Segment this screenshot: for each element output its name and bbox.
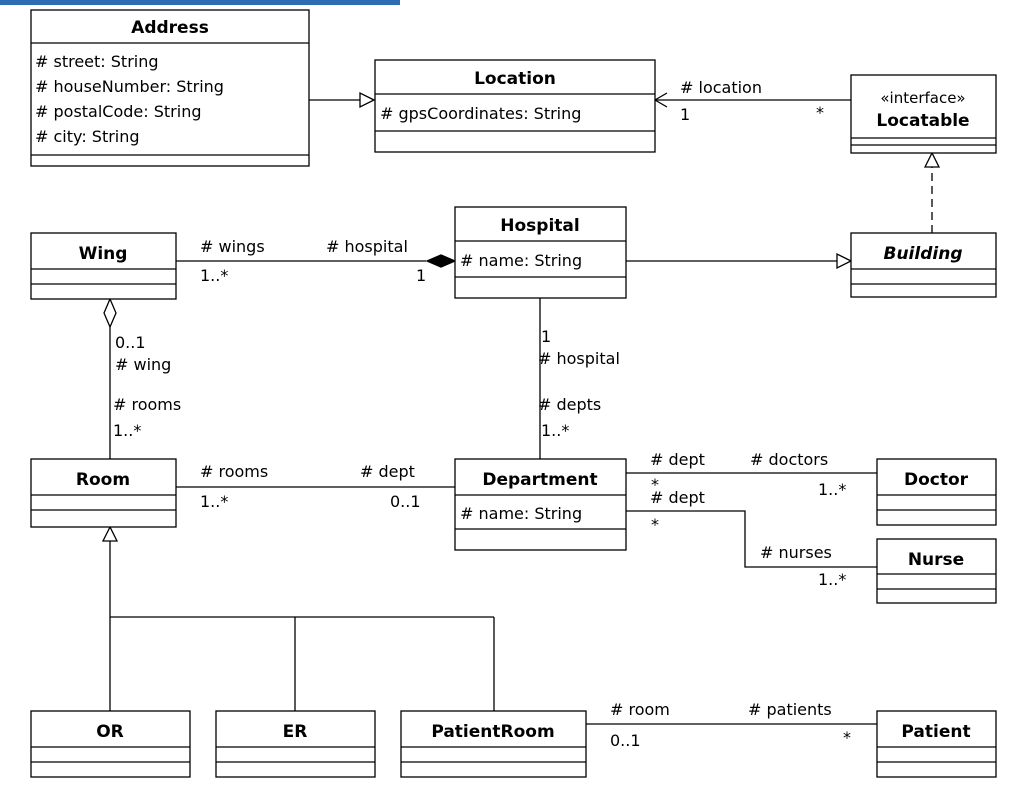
wing-hospital-role-hospital: # hospital: [326, 237, 408, 256]
locatable-location-mult-target: 1: [680, 105, 690, 124]
composition-diamond: [425, 254, 457, 268]
room-generalization-arrowhead: [101, 525, 119, 542]
department-nurse-mult-dept: *: [651, 515, 659, 534]
hospital-class-name: Hospital: [500, 216, 579, 236]
department-doctor-mult-doctors: 1..*: [818, 480, 846, 499]
hospital-department-role-depts: # depts: [538, 395, 601, 414]
er-class-name: ER: [283, 722, 308, 742]
class-er: ER: [215, 710, 376, 778]
address-attr-street: # street: String: [35, 52, 159, 71]
room-class-name: Room: [76, 470, 130, 490]
address-attr-city: # city: String: [35, 127, 140, 146]
patientroom-patient-mult-patients: *: [843, 728, 851, 747]
header-strip: [0, 0, 400, 5]
room-department-mult-rooms: 1..*: [200, 492, 228, 511]
wing-class-name: Wing: [79, 244, 128, 264]
department-nurse-mult-nurses: 1..*: [818, 570, 846, 589]
wing-room-role-rooms: # rooms: [113, 395, 181, 414]
doctor-class-name: Doctor: [904, 470, 969, 490]
class-locatable: «interface» Locatable: [850, 74, 997, 154]
wing-room-role-wing: # wing: [115, 355, 171, 374]
building-locatable-arrowhead: [923, 151, 941, 168]
address-attr-postalcode: # postalCode: String: [35, 102, 201, 121]
department-doctor-role-dept: # dept: [650, 450, 705, 469]
class-doctor: Doctor: [876, 458, 997, 526]
hospital-building-arrowhead: [836, 252, 853, 270]
address-attr-housenumber: # houseNumber: String: [35, 77, 224, 96]
wing-room-mult-wing: 0..1: [115, 333, 146, 352]
locatable-class-name: Locatable: [876, 111, 969, 131]
wing-room-mult-rooms: 1..*: [113, 421, 141, 440]
location-class-name: Location: [474, 69, 556, 89]
patientroom-patient-role-patients: # patients: [748, 700, 832, 719]
wing-hospital-mult-wings: 1..*: [200, 266, 228, 285]
aggregation-diamond: [103, 297, 117, 329]
building-class-name: Building: [884, 244, 963, 264]
locatable-stereotype: «interface»: [880, 89, 965, 107]
department-attr-name: # name: String: [460, 504, 582, 523]
location-attr-gps: # gpsCoordinates: String: [380, 104, 581, 123]
class-address: Address # street: String # houseNumber: …: [30, 9, 310, 167]
class-location: Location # gpsCoordinates: String: [374, 59, 656, 153]
class-or: OR: [30, 710, 191, 778]
class-wing: Wing: [30, 232, 177, 300]
wing-hospital-role-wings: # wings: [200, 237, 265, 256]
wing-hospital-mult-hospital: 1: [416, 266, 426, 285]
class-department: Department # name: String: [454, 458, 627, 551]
patientroom-class-name: PatientRoom: [431, 722, 554, 742]
patient-class-name: Patient: [901, 722, 970, 742]
department-nurse-association: [626, 510, 877, 568]
room-department-role-dept: # dept: [360, 462, 415, 481]
class-nurse: Nurse: [876, 538, 997, 604]
class-room: Room: [30, 458, 177, 528]
hospital-department-role-hospital: # hospital: [538, 349, 620, 368]
department-doctor-role-doctors: # doctors: [750, 450, 828, 469]
locatable-location-mult-source: *: [816, 103, 824, 122]
address-class-name: Address: [131, 18, 209, 38]
department-nurse-role-dept: # dept: [650, 488, 705, 507]
hospital-attr-name: # name: String: [460, 251, 582, 270]
nurse-class-name: Nurse: [908, 550, 964, 570]
class-patientroom: PatientRoom: [400, 710, 587, 778]
hospital-department-mult-hospital: 1: [541, 327, 551, 346]
address-location-arrowhead: [359, 91, 376, 109]
department-doctor-mult-dept: *: [651, 475, 659, 494]
class-building: Building: [850, 232, 997, 298]
room-department-role-rooms: # rooms: [200, 462, 268, 481]
department-nurse-role-nurses: # nurses: [760, 543, 832, 562]
department-class-name: Department: [482, 470, 597, 490]
patientroom-patient-mult-room: 0..1: [610, 731, 641, 750]
locatable-location-role: # location: [680, 78, 762, 97]
or-class-name: OR: [96, 722, 124, 742]
hospital-department-mult-depts: 1..*: [541, 421, 569, 440]
room-department-mult-dept: 0..1: [390, 492, 421, 511]
class-hospital: Hospital # name: String: [454, 206, 627, 299]
class-patient: Patient: [876, 710, 997, 778]
patientroom-patient-role-room: # room: [610, 700, 670, 719]
